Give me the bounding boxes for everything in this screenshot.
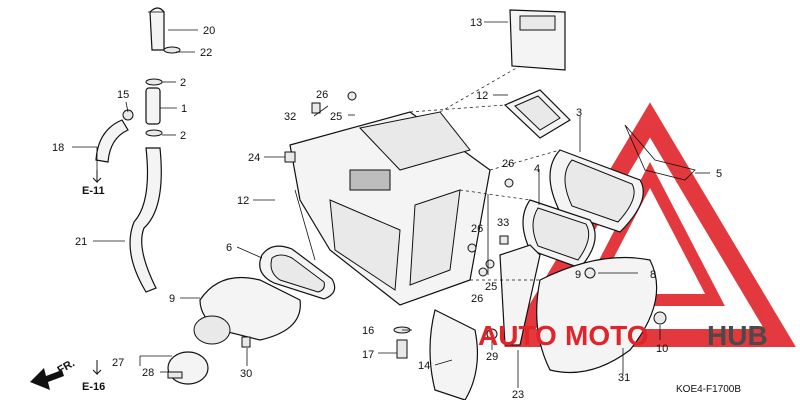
callout-4: 4 (534, 163, 540, 175)
joint-1 (145, 87, 161, 125)
nut-26-right (504, 178, 514, 188)
bolt-30 (241, 336, 251, 348)
plate-15 (429, 309, 479, 400)
hose-19 (95, 119, 129, 163)
callout-25-b: 25 (485, 281, 497, 293)
nut-26-a (467, 243, 477, 253)
watermark-hub: HUB (707, 320, 768, 351)
band-27 (167, 351, 209, 385)
ref-fr: FR. (56, 357, 77, 376)
callout-25-a: 25 (330, 111, 342, 123)
callout-19: 18 (52, 142, 64, 154)
bolt-24 (284, 151, 296, 163)
arrow-e16 (92, 360, 102, 376)
nut-29 (486, 328, 498, 340)
callout-12: 12 (237, 195, 249, 207)
diagram-code: KOE4-F1700B (676, 384, 741, 395)
callout-1: 1 (181, 103, 187, 115)
bolt-33 (499, 235, 509, 245)
callout-16: 15 (117, 89, 129, 101)
arrow-e11 (92, 170, 102, 184)
callout-21: 21 (75, 236, 87, 248)
callout-3: 3 (576, 107, 582, 119)
pin-18 (396, 339, 408, 359)
callout-13: 12 (476, 90, 488, 102)
clip-5 (624, 124, 696, 181)
callout-33: 33 (497, 217, 509, 229)
clamp-2-lower (145, 129, 163, 137)
callout-6: 6 (226, 242, 232, 254)
callout-26-b: 26 (502, 158, 514, 170)
callout-31: 31 (618, 372, 630, 384)
element-holder-3 (549, 149, 644, 233)
nut-11 (653, 311, 667, 325)
watermark-auto: AUTO (478, 320, 557, 351)
seal-6 (259, 245, 336, 300)
hose-21 (129, 147, 162, 293)
leader-lines (72, 21, 710, 388)
callout-32: 32 (284, 111, 296, 123)
watermark-moto: MOTO (565, 320, 648, 351)
callout-26-c: 26 (471, 223, 483, 235)
callout-9: 9 (169, 293, 175, 305)
clamp-22 (163, 46, 181, 54)
side-cover-8 (536, 256, 658, 374)
callout-8: 8 (650, 269, 656, 281)
clamp-2-top (145, 78, 163, 86)
element-4 (522, 199, 596, 269)
callout-26-a: 26 (316, 89, 328, 101)
callout-18: 17 (362, 349, 374, 361)
air-cleaner-case-12 (289, 111, 491, 306)
strip-23 (499, 244, 541, 346)
nut-26-top (347, 91, 357, 101)
callout-5: 5 (716, 168, 722, 180)
callout-20: 20 (203, 25, 215, 37)
callout-10: 9 (575, 269, 581, 281)
callout-24: 24 (248, 152, 260, 164)
callout-29: 29 (486, 351, 498, 363)
callout-11: 10 (656, 343, 668, 355)
ref-e16: E-16 (82, 381, 105, 393)
grommet-10 (584, 267, 596, 279)
cover-14 (509, 9, 566, 71)
nut-26-b (478, 267, 488, 277)
callout-2-b: 2 (180, 130, 186, 142)
assembly-lines (409, 65, 561, 281)
nut-25-b (485, 259, 495, 269)
callout-14: 13 (470, 17, 482, 29)
callout-22: 22 (200, 47, 212, 59)
callout-30: 30 (240, 368, 252, 380)
ref-e11: E-11 (82, 185, 105, 197)
callout-26-d: 26 (471, 293, 483, 305)
watermark-text: AUTO MOTO HUB (478, 320, 768, 351)
callout-27: 27 (112, 357, 124, 369)
element-13 (503, 89, 571, 139)
front-arrow-icon (30, 368, 64, 390)
screw-28 (167, 371, 183, 379)
hose-20 (148, 7, 165, 51)
callout-28: 28 (142, 367, 154, 379)
callout-23: 23 (512, 389, 524, 400)
bolt-32 (311, 102, 321, 114)
callout-15: 14 (418, 360, 430, 372)
callout-2-a: 2 (180, 77, 186, 89)
callout-17: 16 (362, 325, 374, 337)
tube-9 (193, 276, 301, 345)
